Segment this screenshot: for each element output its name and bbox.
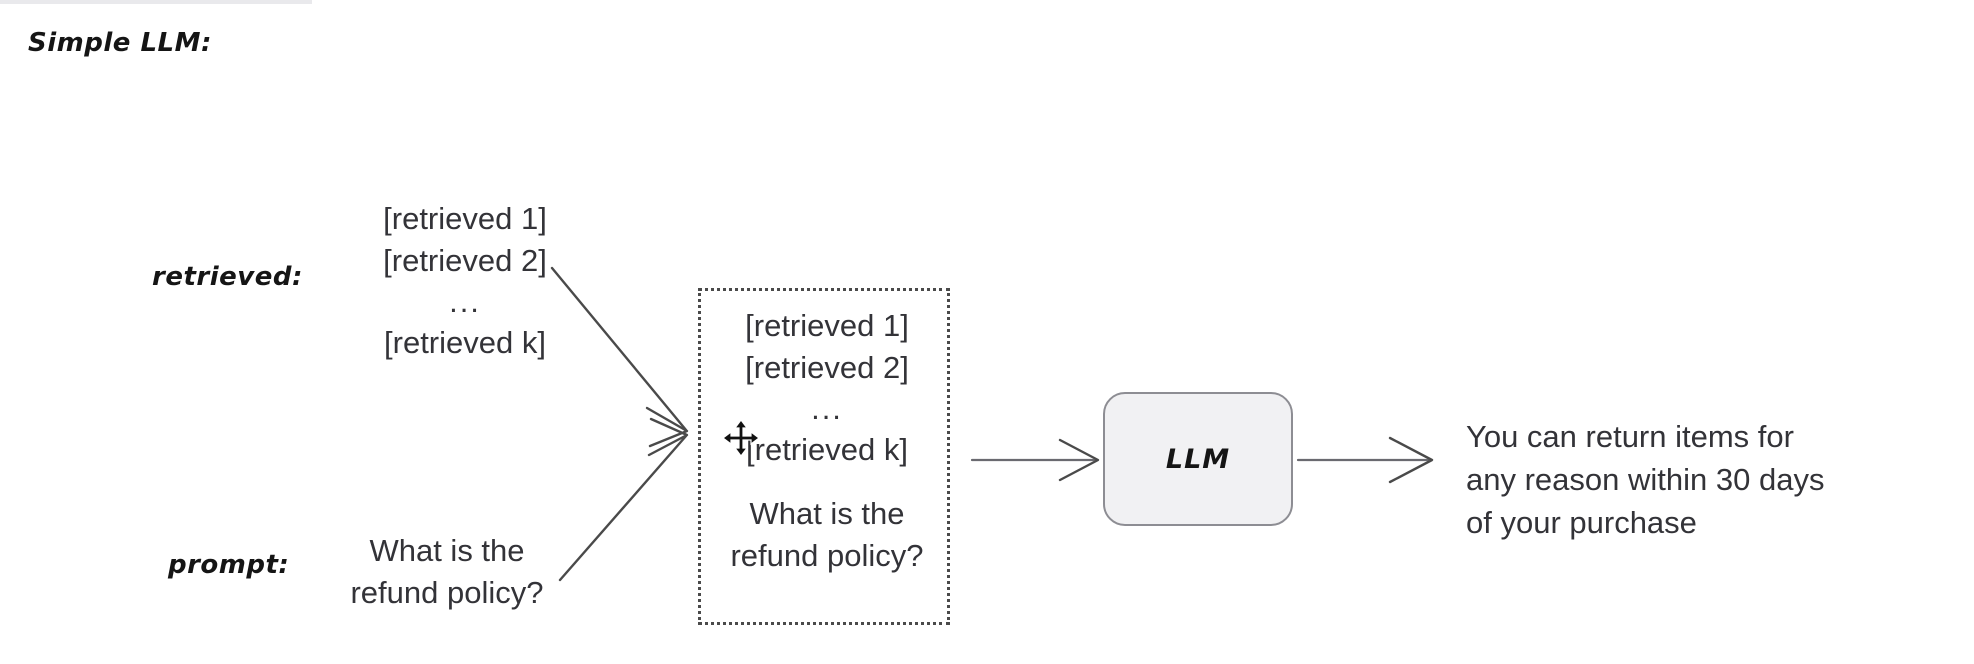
label-retrieved: retrieved: [152, 262, 303, 292]
source-retrieved-ellipsis: ... [449, 284, 481, 319]
answer-text: You can return items for any reason with… [1466, 415, 1906, 544]
context-retrieved-ellipsis: ... [811, 391, 843, 426]
context-prompt-line-1: What is the [749, 496, 905, 531]
arrow-context-to-llm [970, 438, 1100, 482]
source-retrieved-line-k: [retrieved k] [384, 325, 546, 360]
page-title: Simple LLM: [28, 28, 212, 58]
context-prompt-text: What is the refund policy? [701, 493, 953, 577]
top-edge-sliver [0, 0, 312, 4]
source-prompt-line-2: refund policy? [350, 575, 544, 610]
context-prompt-line-2: refund policy? [730, 538, 924, 573]
source-retrieved-line-2: [retrieved 2] [383, 243, 547, 278]
move-cursor-icon [722, 419, 760, 457]
answer-line-1: You can return items for [1466, 419, 1794, 454]
label-prompt: prompt: [168, 550, 290, 580]
source-prompt-text: What is the refund policy? [322, 530, 572, 614]
answer-line-2: any reason within 30 days [1466, 462, 1825, 497]
source-retrieved-list: [retrieved 1] [retrieved 2] ... [retriev… [345, 198, 585, 364]
context-retrieved-line-2: [retrieved 2] [745, 350, 909, 385]
context-retrieved-line-k: [retrieved k] [746, 432, 908, 467]
source-retrieved-line-1: [retrieved 1] [383, 201, 547, 236]
answer-line-3: of your purchase [1466, 505, 1697, 540]
llm-node[interactable]: LLM [1103, 392, 1293, 526]
assembled-context-box[interactable]: [retrieved 1] [retrieved 2] ... [retriev… [698, 288, 950, 625]
llm-node-label: LLM [1165, 443, 1231, 475]
arrow-prompt-to-context [558, 417, 689, 582]
source-prompt-line-1: What is the [369, 533, 525, 568]
context-retrieved-line-1: [retrieved 1] [745, 308, 909, 343]
arrow-llm-to-answer [1296, 436, 1434, 484]
context-retrieved-list: [retrieved 1] [retrieved 2] ... [retriev… [701, 305, 953, 471]
